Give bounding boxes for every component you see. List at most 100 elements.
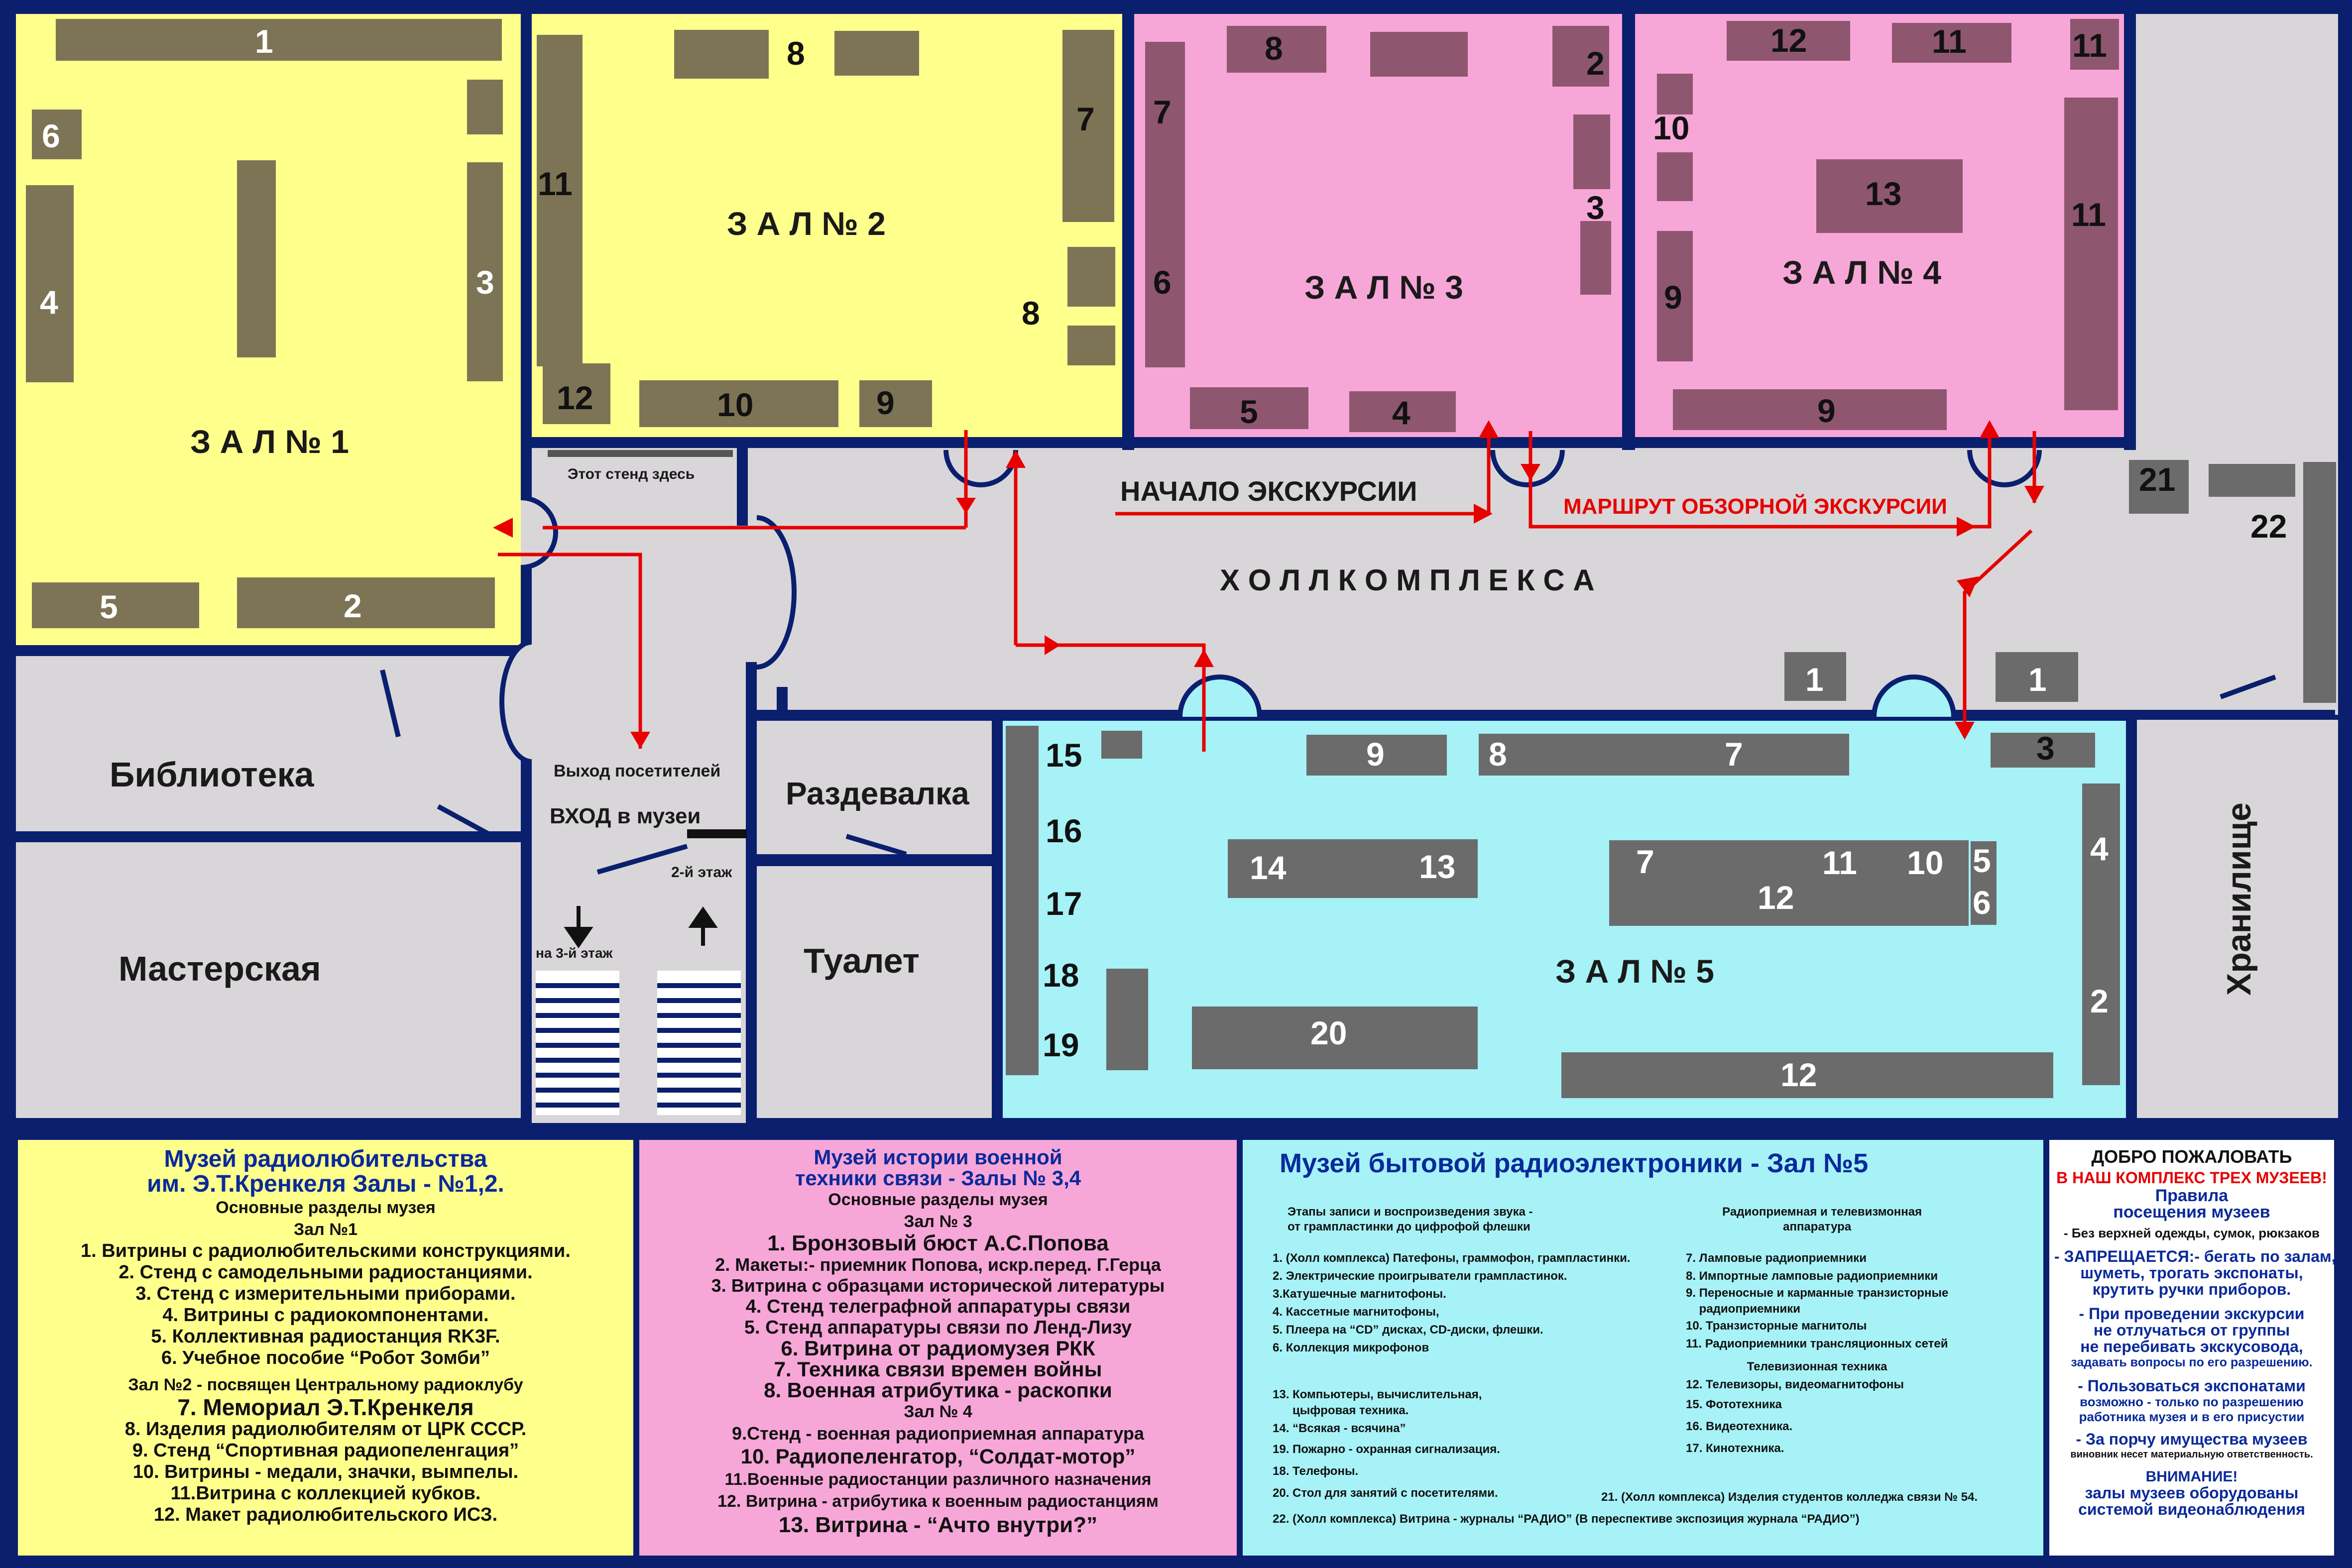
- svg-text:5: 5: [100, 588, 118, 625]
- panel1-item: 5. Коллективная радиостанция RK3F.: [151, 1326, 500, 1347]
- exit-label: Выход посетителей: [554, 762, 720, 781]
- holl-exhibits: [1784, 460, 2336, 703]
- hall-3[interactable]: [1134, 14, 1622, 437]
- panel-museum-household-electronics: Музей бытовой радиоэлектроники - Зал №5 …: [1243, 1140, 2043, 1556]
- workshop-room[interactable]: [16, 842, 521, 1118]
- hall-1-numbers: 1 6 4 3 5 2: [40, 23, 494, 625]
- panel2-item: 3. Витрина с образцами исторической лите…: [711, 1275, 1165, 1296]
- svg-text:8: 8: [787, 35, 805, 72]
- svg-text:3: 3: [1586, 189, 1605, 226]
- library-label: Библиотека: [110, 755, 315, 794]
- storage-room: [2136, 14, 2338, 448]
- holl-label: Х О Л Л К О М П Л Е К С А: [1220, 563, 1595, 597]
- panel2-item: 2. Макеты:- приемник Попова, искр.перед.…: [715, 1254, 1161, 1275]
- toilet-label: Туалет: [804, 941, 920, 980]
- rule-5: - За порчу имущества музеев: [2076, 1430, 2308, 1448]
- hall-2-exhibits: [537, 30, 1115, 427]
- panel3-item: 12. Телевизоры, видеомагнитофоны: [1686, 1378, 1904, 1391]
- panel3-item: цыфровая техника.: [1273, 1404, 1409, 1417]
- svg-text:1: 1: [255, 23, 273, 60]
- hall-3-exhibits: [1145, 26, 1611, 432]
- panel3-title: Музей бытовой радиоэлектроники - Зал №5: [1280, 1148, 1869, 1178]
- museum-floor-plan: З А Л № 1 З А Л № 2 З А Л № 3 З А Л № 4 …: [16, 14, 2338, 1123]
- panel3-right-head: Радиоприемная и телевизмонная: [1722, 1205, 1922, 1219]
- library-room[interactable]: [16, 656, 521, 831]
- toilet-room[interactable]: [757, 866, 992, 1118]
- svg-text:16: 16: [1046, 812, 1082, 849]
- panel3-item: 7. Ламповые радиоприемники: [1686, 1251, 1867, 1265]
- svg-text:9: 9: [1366, 736, 1385, 773]
- svg-text:22: 22: [2250, 508, 2287, 545]
- svg-text:9: 9: [876, 384, 895, 421]
- panel1-item: 2. Стенд с самодельными радиостанциями.: [118, 1262, 533, 1283]
- panel2-item: 13. Витрина - “Ачто внутри?”: [778, 1513, 1098, 1537]
- svg-text:7: 7: [1076, 101, 1095, 137]
- svg-text:3: 3: [2036, 730, 2055, 767]
- svg-text:4: 4: [40, 284, 58, 321]
- holl-area: [532, 446, 2136, 710]
- hall-5-exhibits: [1006, 726, 2120, 1098]
- panel2-item: 9.Стенд - военная радиоприемная аппарату…: [732, 1423, 1144, 1444]
- panel3-item: 11. Радиоприемники трансляционных сетей: [1686, 1337, 1948, 1350]
- svg-text:9: 9: [1664, 279, 1682, 316]
- panel1-item: 1. Витрины с радиолюбительскими конструк…: [81, 1240, 571, 1261]
- hall-3-numbers: 8 2 7 3 6 5 4: [1153, 30, 1605, 431]
- excursion-start-label: НАЧАЛО ЭКСКУРСИИ: [1120, 475, 1417, 507]
- hall-2-numbers: 8 11 7 8 12 10 9: [538, 35, 1095, 423]
- panel1-item: 10. Витрины - медали, значки, вымпелы.: [132, 1461, 519, 1482]
- panel-welcome-rules: ДОБРО ПОЖАЛОВАТЬ В НАШ КОМПЛЕКС ТРЕХ МУЗ…: [2049, 1140, 2334, 1556]
- storage-label: Хранилище: [2220, 802, 2258, 996]
- panel1-item: 3. Стенд с измерительными приборами.: [135, 1283, 516, 1304]
- panel2-item: 5. Стенд аппаратуры связи по Ленд-Лизу: [744, 1317, 1132, 1338]
- panel2-zal3: Зал № 3: [904, 1212, 972, 1231]
- svg-text:5: 5: [1973, 842, 1991, 879]
- panel3-item: 3.Катушечные магнитофоны.: [1273, 1287, 1446, 1301]
- rules-title-2: посещения музеев: [2113, 1203, 2270, 1222]
- svg-text:11: 11: [2072, 27, 2107, 64]
- rule-5: виновник несет материальную ответственно…: [2070, 1449, 2313, 1460]
- panel3-item: 16. Видеотехника.: [1686, 1420, 1793, 1433]
- hall-5-numbers: 15 16 17 18 19 9 8 7 3 14 13 7 11 10 5 1…: [1043, 730, 2109, 1093]
- stairs-down: [536, 971, 619, 1115]
- svg-text:10: 10: [1653, 110, 1689, 146]
- panel1-title-1: Музей радиолюбительства: [164, 1146, 487, 1172]
- svg-text:10: 10: [1907, 844, 1943, 881]
- svg-text:12: 12: [557, 379, 593, 416]
- svg-text:12: 12: [1758, 879, 1794, 916]
- cloakroom-room[interactable]: [757, 720, 992, 854]
- hall-2[interactable]: [532, 14, 1122, 437]
- svg-text:14: 14: [1250, 849, 1287, 886]
- panel2-sections: Основные разделы музея: [828, 1190, 1048, 1209]
- hall-5-label: З А Л № 5: [1555, 953, 1714, 990]
- svg-text:2: 2: [2090, 983, 2109, 1019]
- panel1-zal1: Зал №1: [293, 1220, 358, 1239]
- hall-4-exhibits: [1657, 19, 2119, 430]
- svg-text:2: 2: [1586, 45, 1605, 82]
- cloakroom-label: Раздевалка: [786, 776, 969, 811]
- rule-2: крутить ручки приборов.: [2092, 1280, 2291, 1298]
- svg-text:6: 6: [1153, 264, 1172, 301]
- rule-3: не отлучаться от группы: [2093, 1321, 2290, 1339]
- route-label: МАРШРУТ ОБЗОРНОЙ ЭКСКУРСИИ: [1563, 493, 1947, 519]
- svg-text:6: 6: [1973, 884, 1991, 921]
- welcome-complex: В НАШ КОМПЛЕКС ТРЕХ МУЗЕЕВ!: [2054, 1168, 2329, 1188]
- svg-text:4: 4: [2090, 830, 2109, 867]
- panel2-item: 7. Техника связи времен войны: [774, 1357, 1102, 1381]
- panel-museum-radio-amateur: Музей радиолюбительства им. Э.Т.Кренкеля…: [18, 1140, 633, 1556]
- rules-title-1: Правила: [2155, 1186, 2229, 1205]
- svg-text:17: 17: [1046, 885, 1082, 922]
- video-note: системой видеонаблюдения: [2078, 1500, 2305, 1518]
- panel2-title-2: техники связи - Залы № 3,4: [795, 1166, 1081, 1190]
- panel1-zal2: Зал №2 - посвящен Центральному радиоклуб…: [128, 1375, 523, 1394]
- panel3-item-21: 21. (Холл комплекса) Изделия студентов к…: [1601, 1490, 1978, 1504]
- panel1-item: 6. Учебное пособие “Робот Зомби”: [161, 1347, 490, 1368]
- panel2-item: 8. Военная атрибутика - раскопки: [764, 1378, 1112, 1402]
- panel1-item: 9. Стенд “Спортивная радиопеленгация”: [132, 1440, 519, 1461]
- panel3-item: 18. Телефоны.: [1273, 1464, 1359, 1478]
- rule-2: шуметь, трогать экспонаты,: [2080, 1264, 2303, 1282]
- hall-4-label: З А Л № 4: [1782, 254, 1941, 291]
- panel3-item: 10. Транзисторные магнитолы: [1686, 1319, 1867, 1333]
- svg-text:9: 9: [1817, 392, 1836, 429]
- panel3-left-head: Этапы записи и воспроизведения звука -: [1288, 1205, 1533, 1219]
- floor2-label: 2-й этаж: [671, 864, 732, 881]
